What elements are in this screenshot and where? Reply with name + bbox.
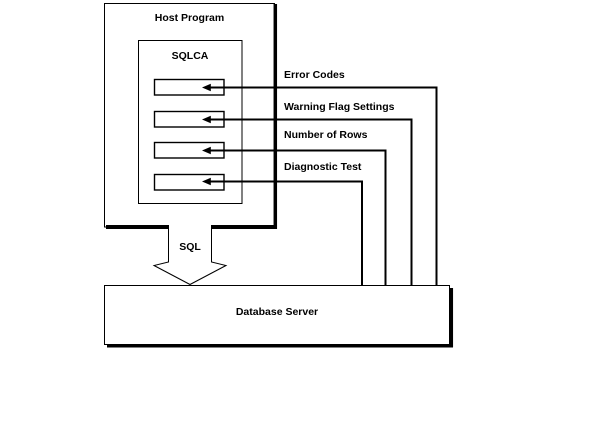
left-arrowhead-icon (202, 83, 211, 92)
connection-line-warning-flags (206, 118, 413, 285)
sqlca-title: SQLCA (171, 50, 209, 62)
connection-label-number-of-rows: Number of Rows (284, 129, 368, 141)
database-server-title: Database Server (235, 306, 319, 318)
connection-label-warning-flags: Warning Flag Settings (284, 101, 395, 113)
left-arrowhead-icon (202, 177, 211, 186)
sql-arrow-label: SQL (179, 241, 201, 253)
left-arrowhead-icon (202, 146, 211, 155)
database-server-box (104, 285, 450, 345)
connection-label-error-codes: Error Codes (284, 69, 345, 81)
host-program-title: Host Program (154, 12, 225, 24)
sql-block-arrow (152, 225, 228, 286)
left-arrowhead-icon (202, 115, 211, 124)
connection-line-diagnostic-test (206, 180, 363, 285)
connection-line-number-of-rows (206, 149, 387, 285)
connection-label-diagnostic-test: Diagnostic Test (284, 161, 362, 173)
connection-line-error-codes (206, 86, 438, 285)
